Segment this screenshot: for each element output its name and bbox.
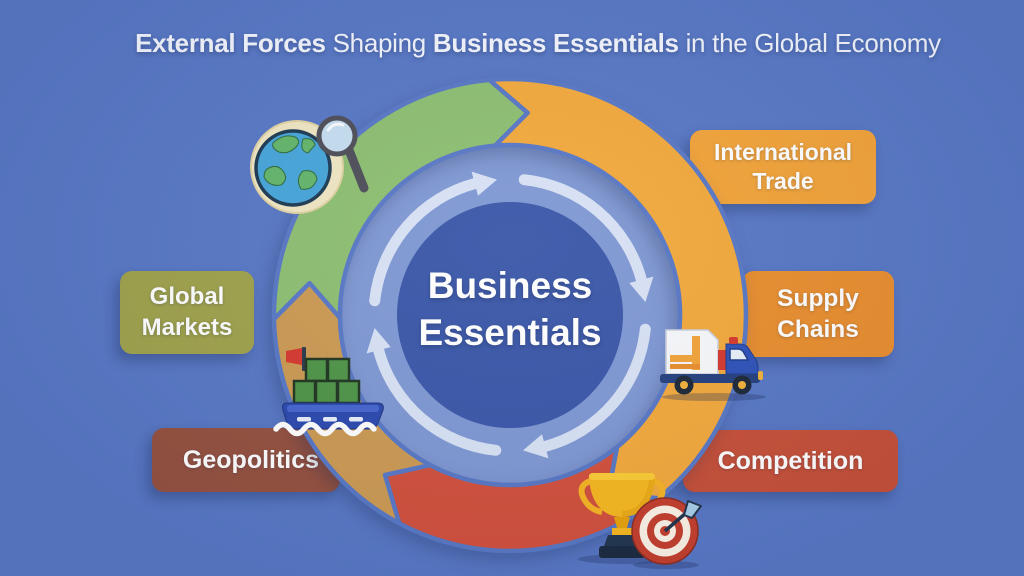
ship-hull	[282, 402, 384, 430]
cargo-ship-icon	[273, 347, 384, 437]
trophy-rim	[589, 473, 655, 480]
title-part-shaping: Shaping	[325, 28, 433, 58]
trophy-handle-right	[641, 477, 666, 515]
target-rings	[631, 497, 699, 565]
trophy-collar	[612, 528, 632, 535]
globe	[254, 129, 332, 207]
trophy-stem	[614, 517, 630, 528]
truck-cargo-box	[665, 329, 719, 375]
trophy-icon	[578, 473, 670, 564]
cycle-arrow-head-bottom	[523, 434, 549, 459]
globe-magnifier-icon	[250, 115, 369, 214]
cycle-arrow-head-top	[471, 171, 497, 196]
target-dart-icon	[631, 497, 702, 569]
cargo-stripe-vertical	[692, 336, 700, 370]
globe-backplate	[250, 120, 344, 214]
label-supply-chains: Supply Chains	[742, 271, 894, 357]
label-competition: Competition	[683, 430, 898, 492]
title-part-external-forces: External Forces	[135, 28, 326, 58]
cab-beacon	[729, 337, 738, 344]
hull-portholes	[297, 417, 363, 422]
truck-wheels	[674, 375, 752, 395]
ship-containers	[292, 357, 361, 405]
label-global-markets: Global Markets	[120, 271, 254, 354]
truck-shadow	[662, 393, 766, 401]
magnifier-lens	[316, 115, 358, 157]
magnifier-handle	[344, 145, 369, 193]
globe-continents	[263, 135, 318, 190]
label-international-trade: International Trade	[690, 130, 876, 204]
trophy-base	[599, 546, 645, 558]
trophy-handle-left	[578, 477, 603, 515]
center-label-line1: Business	[427, 265, 593, 306]
cargo-stripe-1	[670, 355, 700, 362]
label-competition-text: Competition	[717, 447, 864, 475]
center-label: Business Essentials	[360, 262, 660, 357]
ring-segment-red	[382, 444, 661, 554]
ship-mast	[302, 347, 306, 371]
hull-stripe	[287, 405, 379, 412]
ship-flag	[286, 348, 302, 365]
lens-glint	[326, 122, 345, 132]
label-international-trade-text: International Trade	[713, 138, 852, 194]
center-label-line2: Essentials	[418, 312, 602, 354]
label-global-markets-text: Global Markets	[141, 282, 233, 341]
page-title: External Forces Shaping Business Essenti…	[26, 28, 1024, 59]
dart-flight	[683, 500, 702, 519]
trophy-cup	[588, 473, 656, 517]
cycle-arrow-arc-left	[373, 344, 502, 456]
label-geopolitics-text: Geopolitics	[182, 446, 320, 474]
truck-engine-block	[718, 350, 726, 370]
label-supply-chains-text: Supply Chains	[777, 284, 859, 343]
trophy-cup-shade	[622, 479, 655, 517]
truck-bumper	[758, 371, 763, 380]
label-geopolitics: Geopolitics	[152, 428, 340, 492]
title-part-business-essentials: Business Essentials	[432, 28, 679, 58]
cargo-stripe-2	[670, 364, 700, 369]
title-part-global-economy: in the Global Economy	[678, 28, 942, 58]
dart-shaft	[663, 511, 688, 533]
target-shadow	[633, 561, 699, 569]
trophy-shadow	[578, 554, 670, 564]
trophy-base-top	[604, 535, 640, 546]
truck-flatbed	[660, 374, 760, 383]
